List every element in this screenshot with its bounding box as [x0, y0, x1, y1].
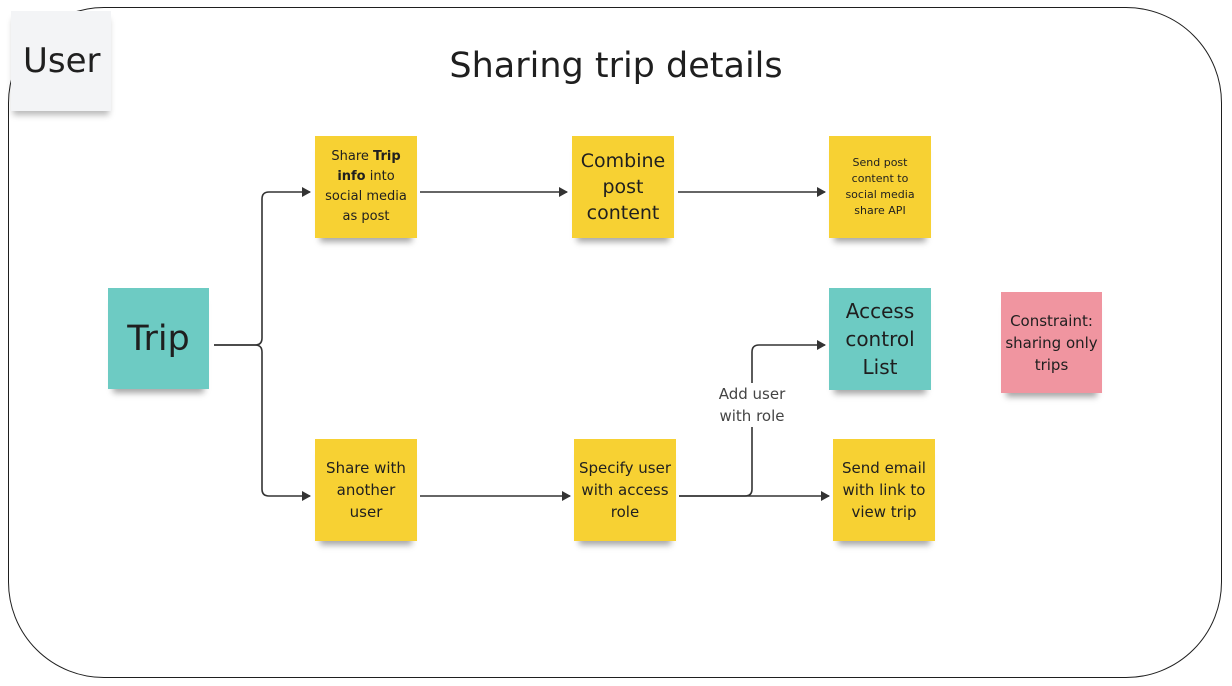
edge-label-add-user: Add user with role — [712, 383, 792, 427]
sticky-trip[interactable]: Trip — [108, 288, 209, 389]
share-trip-info-suffix: into social media as post — [325, 169, 407, 224]
sticky-specify-user-access-role[interactable]: Specify user with access role — [574, 439, 676, 541]
share-trip-info-bold: Trip info — [337, 149, 401, 184]
lane-label-user[interactable]: User — [11, 11, 111, 111]
sticky-share-trip-info[interactable]: Share Trip info into social media as pos… — [315, 136, 417, 238]
sticky-share-with-another-user[interactable]: Share with another user — [315, 439, 417, 541]
connector-trip-to-share-trip-info — [214, 187, 311, 346]
diagram-title: Sharing trip details — [449, 46, 783, 86]
share-trip-info-prefix: Share — [331, 149, 374, 164]
sticky-share-trip-info-text: Share Trip info into social media as pos… — [319, 147, 413, 227]
sticky-send-post-content[interactable]: Send post content to social media share … — [829, 136, 931, 238]
sticky-constraint[interactable]: Constraint: sharing only trips — [1001, 292, 1102, 393]
sticky-access-control-list[interactable]: Access control List — [829, 288, 931, 390]
sticky-send-email[interactable]: Send email with link to view trip — [833, 439, 935, 541]
connector-trip-to-share-user — [214, 344, 311, 501]
sticky-combine-post-content[interactable]: Combine post content — [572, 136, 674, 238]
